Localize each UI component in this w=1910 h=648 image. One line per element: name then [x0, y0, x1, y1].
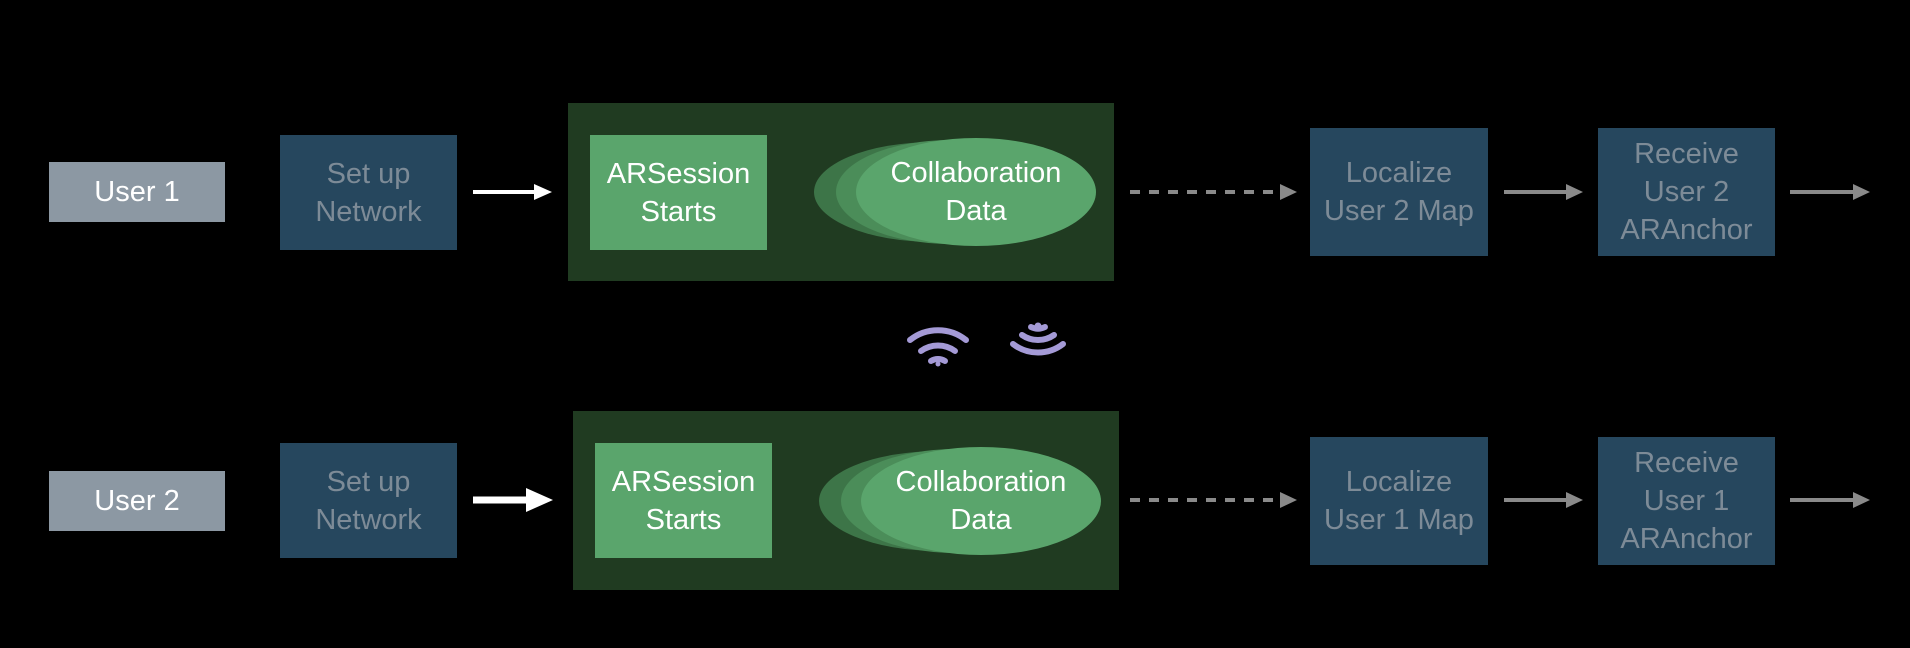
localize-map-box-user-1: Localize User 2 Map	[1310, 128, 1488, 256]
wireless-signal-icon	[1010, 322, 1066, 356]
localize-map-box-user-2: Localize User 1 Map	[1310, 437, 1488, 565]
wifi-icon	[907, 327, 969, 367]
arsession-starts-box-user-2: ARSession Starts	[595, 443, 772, 558]
receive-aranchor-box-user-2: Receive User 1 ARAnchor	[1598, 437, 1775, 565]
arsession-panel-user-2: ARSession Starts Collaboration Data	[573, 411, 1119, 590]
arsession-panel-user-1: ARSession Starts Collaboration Data	[568, 103, 1114, 281]
arrow-after-receive-user-2	[1790, 492, 1870, 508]
arsession-starts-box-user-1: ARSession Starts	[590, 135, 767, 250]
setup-network-box-user-2: Set up Network	[280, 443, 457, 558]
user-2-label: User 2	[49, 471, 225, 531]
arrow-setup-to-session-user-1	[473, 184, 552, 200]
arrow-localize-to-receive-user-1	[1504, 184, 1583, 200]
collaboration-data-ellipse-user-1: Collaboration Data	[856, 138, 1096, 246]
setup-network-box-user-1: Set up Network	[280, 135, 457, 250]
arrow-after-receive-user-1	[1790, 184, 1870, 200]
dashed-arrow-to-localize-user-1	[1130, 184, 1297, 200]
arrow-setup-to-session-user-2	[473, 488, 553, 512]
user-1-label: User 1	[49, 162, 225, 222]
arrow-localize-to-receive-user-2	[1504, 492, 1583, 508]
collaboration-data-ellipse-user-2: Collaboration Data	[861, 447, 1101, 555]
dashed-arrow-to-localize-user-2	[1130, 492, 1297, 508]
receive-aranchor-box-user-1: Receive User 2 ARAnchor	[1598, 128, 1775, 256]
